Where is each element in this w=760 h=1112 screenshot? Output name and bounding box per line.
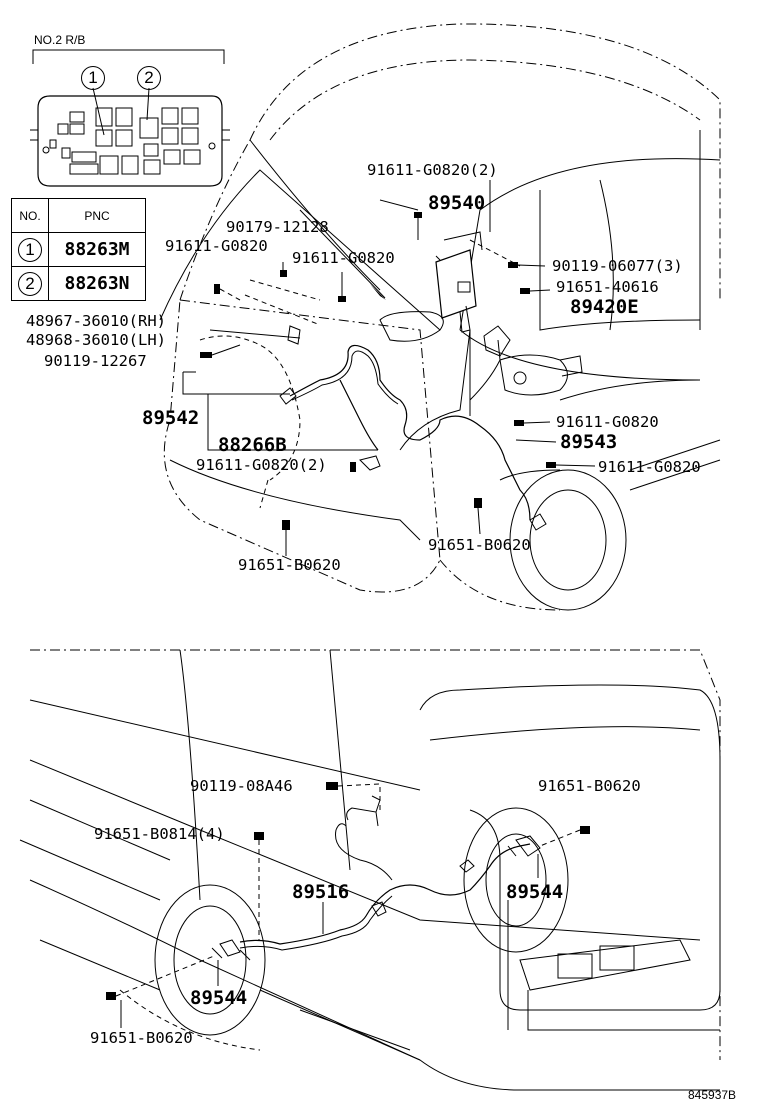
part-label: 91651-40616 [556, 278, 659, 296]
part-label: 91611-G0820 [556, 413, 659, 431]
part-label: 91651-B0620 [90, 1029, 193, 1047]
part-label: 91611-G0820(2) [367, 161, 498, 179]
part-label: 88266B [218, 434, 287, 456]
part-label: 90119-06077(3) [552, 257, 683, 275]
pnc-row: 2 88263N [11, 266, 146, 301]
part-label: 89542 [142, 407, 200, 429]
abs-ecu-drawing [414, 212, 483, 333]
relay-block-title: NO.2 R/B [34, 33, 86, 47]
part-label: 48968-36010(LH) [26, 331, 166, 349]
part-label: 91611-G0820 [292, 249, 395, 267]
part-label: 91651-B0620 [238, 556, 341, 574]
part-label: 89544 [190, 987, 248, 1009]
pnc-header-pnc: PNC [48, 198, 146, 233]
rear-wiring-harness [211, 795, 541, 961]
part-label: 89420E [570, 296, 639, 318]
part-label: 89543 [560, 431, 618, 453]
front-fasteners [182, 180, 596, 556]
pnc-row-no: 1 [11, 232, 49, 267]
pnc-row: 1 88263M [11, 232, 146, 267]
drawing-id: 845937B [688, 1088, 737, 1102]
pnc-row-code: 88263M [48, 232, 146, 267]
pnc-header-no: NO. [11, 198, 49, 233]
part-label: 89540 [428, 192, 486, 214]
pnc-table: NO. PNC 1 88263M 2 88263N [11, 198, 146, 301]
part-label: 89516 [292, 881, 350, 903]
pnc-row-no: 2 [11, 266, 49, 301]
part-label: 90119-12267 [44, 352, 147, 370]
part-label: 91651-B0620 [538, 777, 641, 795]
part-label: 91651-B0814(4) [94, 825, 225, 843]
relay-callout-2: 2 [137, 66, 161, 90]
part-label: 89544 [506, 881, 564, 903]
part-label: 91611-G0820(2) [196, 456, 327, 474]
front-van-outline [159, 23, 721, 611]
relay-block-drawing [30, 49, 230, 187]
part-label: 91611-G0820 [598, 458, 701, 476]
rear-fasteners [106, 782, 590, 1030]
part-label: 91611-G0820 [165, 237, 268, 255]
relay-callout-1: 1 [81, 66, 105, 90]
front-wiring-harness [279, 325, 547, 531]
part-label: 90179-12128 [226, 218, 329, 236]
part-label: 90119-08A46 [190, 777, 293, 795]
pnc-row-code: 88263N [48, 266, 146, 301]
rear-van-outline [19, 649, 721, 1091]
part-label: 91651-B0620 [428, 536, 531, 554]
part-label: 48967-36010(RH) [26, 312, 166, 330]
